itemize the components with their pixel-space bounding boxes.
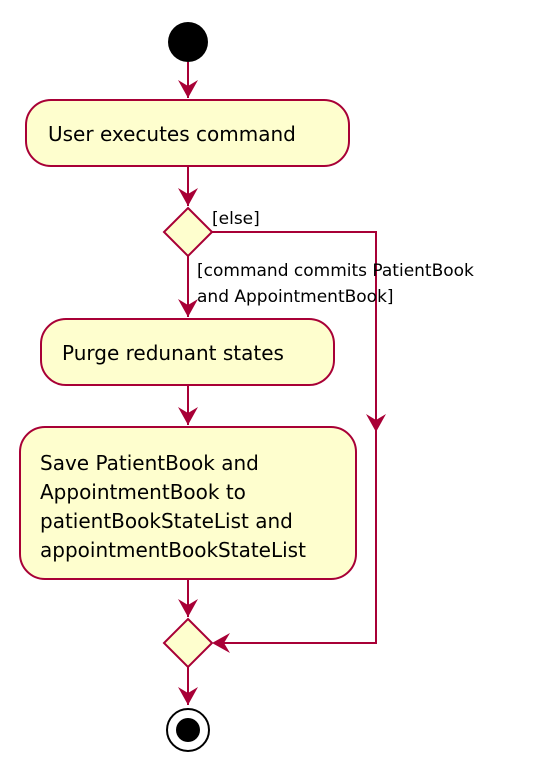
action-save-books: Save PatientBook and AppointmentBook to … [19,426,357,580]
edge-save-to-merge [178,579,198,617]
end-node [166,708,210,752]
guard-else-label: [else] [212,209,260,229]
action-execute-command: User executes command [25,99,350,167]
guard-commits-label-line2: and AppointmentBook] [197,287,394,307]
edge-execute-to-branch [178,166,198,206]
edge-merge-to-end [178,667,198,705]
action-purge-states: Purge redunant states [40,318,335,386]
start-node [168,22,208,62]
edge-branch-to-purge [178,256,198,317]
edge-else-to-merge [212,231,386,653]
decision-diamond [162,206,214,258]
action-save-label-line2: AppointmentBook to [40,480,246,504]
edge-purge-to-save [178,385,198,425]
guard-commits-label-line1: [command commits PatientBook [197,261,474,281]
action-execute-label: User executes command [48,122,296,146]
merge-diamond [162,617,214,669]
action-save-label-line1: Save PatientBook and [40,451,259,475]
action-save-label-line4: appointmentBookStateList [40,538,306,562]
action-purge-label: Purge redunant states [62,341,284,365]
action-save-label-line3: patientBookStateList and [40,509,293,533]
edge-start-to-execute [178,62,198,98]
